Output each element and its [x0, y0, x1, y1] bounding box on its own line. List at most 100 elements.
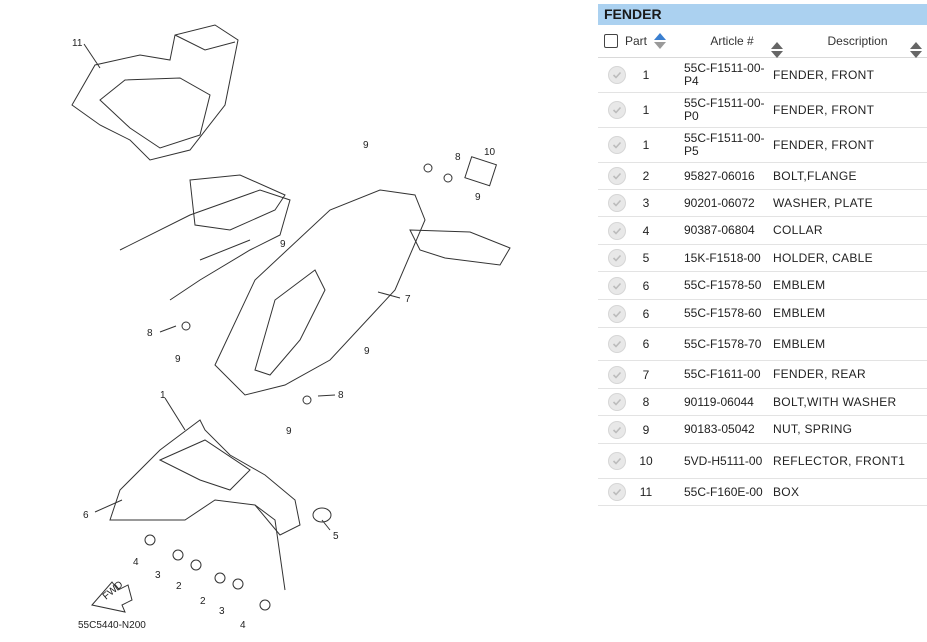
row-check[interactable] — [598, 452, 636, 470]
article-number: 15K-F1518-00 — [684, 250, 761, 265]
part-description: REFLECTOR, FRONT1 — [773, 453, 906, 468]
callout-7: 7 — [405, 294, 411, 305]
check-circle-icon[interactable] — [608, 101, 626, 119]
description-column-header[interactable]: Description — [788, 34, 927, 58]
part-number: 6 — [642, 306, 650, 321]
table-row[interactable]: 1 55C-F1511-00-P4 FENDER, FRONT — [598, 58, 927, 93]
table-row[interactable]: 7 55C-F1611-00 FENDER, REAR — [598, 361, 927, 389]
article-number: 90119-06044 — [684, 394, 754, 409]
callout-9f: 9 — [286, 426, 292, 437]
part-number: 8 — [642, 395, 650, 409]
row-check[interactable] — [598, 335, 636, 353]
check-circle-icon[interactable] — [608, 276, 626, 295]
row-check[interactable] — [598, 167, 636, 185]
table-row[interactable]: 5 15K-F1518-00 HOLDER, CABLE — [598, 245, 927, 272]
row-check[interactable] — [598, 483, 636, 501]
fwd-arrow-icon: FWD — [91, 579, 133, 613]
check-circle-icon[interactable] — [608, 136, 626, 154]
check-circle-icon[interactable] — [608, 66, 626, 84]
article-number: 55C-F1578-70 — [684, 336, 762, 351]
callout-2a: 2 — [176, 581, 182, 592]
article-column-header[interactable]: Article # — [676, 34, 788, 58]
check-circle-icon[interactable] — [608, 221, 626, 240]
row-check[interactable] — [598, 66, 636, 84]
part-column-header[interactable]: Part — [598, 32, 676, 50]
article-number: 55C-F1511-00-P4 — [684, 61, 765, 88]
row-check[interactable] — [598, 393, 636, 411]
callout-9b: 9 — [475, 192, 481, 203]
part-number: 11 — [639, 485, 653, 499]
check-circle-icon[interactable] — [608, 393, 626, 411]
part-number: 6 — [642, 278, 650, 293]
check-circle-icon[interactable] — [608, 249, 626, 267]
callout-9d: 9 — [364, 346, 370, 357]
check-circle-icon[interactable] — [608, 194, 626, 212]
article-number: 55C-F1611-00 — [684, 367, 761, 381]
row-check[interactable] — [598, 101, 636, 119]
row-check[interactable] — [598, 420, 636, 439]
select-all-checkbox[interactable] — [604, 34, 618, 48]
table-row[interactable]: 6 55C-F1578-50 EMBLEM — [598, 272, 927, 300]
part-description: FENDER, FRONT — [773, 67, 875, 82]
part-header-label: Part — [625, 34, 648, 48]
check-circle-icon[interactable] — [608, 365, 626, 384]
part-description: EMBLEM — [773, 278, 826, 292]
callout-4b: 4 — [240, 620, 246, 631]
part-number: 6 — [642, 337, 650, 351]
callout-2b: 2 — [200, 596, 206, 607]
callout-5: 5 — [333, 531, 339, 542]
table-row[interactable]: 11 55C-F160E-00 BOX — [598, 479, 927, 506]
part-number: 5 — [642, 251, 650, 265]
row-check[interactable] — [598, 136, 636, 154]
part-number: 2 — [642, 169, 650, 183]
sort-active-icon[interactable] — [653, 32, 667, 50]
check-circle-icon[interactable] — [608, 452, 626, 470]
sort-icon[interactable] — [909, 41, 923, 59]
article-number: 90183-05042 — [684, 422, 755, 436]
part-number: 1 — [642, 68, 650, 82]
part-number: 7 — [642, 367, 650, 382]
article-number: 90201-06072 — [684, 195, 755, 210]
part-description: BOLT,WITH WASHER — [773, 394, 897, 409]
row-check[interactable] — [598, 249, 636, 267]
check-circle-icon[interactable] — [608, 420, 626, 439]
check-circle-icon[interactable] — [608, 304, 626, 323]
check-circle-icon[interactable] — [608, 335, 626, 353]
callout-3a: 3 — [155, 570, 161, 581]
callout-8c: 8 — [338, 390, 344, 401]
check-circle-icon[interactable] — [608, 167, 626, 185]
article-number: 90387-06804 — [684, 223, 755, 237]
callout-9c: 9 — [280, 239, 286, 250]
article-number: 55C-F160E-00 — [684, 484, 763, 499]
part-description: BOX — [773, 484, 800, 499]
row-check[interactable] — [598, 304, 636, 323]
callout-4a: 4 — [133, 557, 139, 568]
check-circle-icon[interactable] — [608, 483, 626, 501]
row-check[interactable] — [598, 276, 636, 295]
parts-diagram: FWD 11 9 8 10 9 9 7 8 9 9 8 9 1 6 5 4 3 … — [71, 24, 511, 631]
row-check[interactable] — [598, 194, 636, 212]
description-header-label: Description — [827, 34, 888, 48]
row-check[interactable] — [598, 221, 636, 240]
table-header: Part Article # Description — [598, 25, 927, 58]
callout-9a: 9 — [363, 140, 369, 151]
article-number: 55C-F1578-50 — [684, 278, 762, 292]
part-description: EMBLEM — [773, 306, 826, 320]
row-check[interactable] — [598, 365, 636, 384]
callout-8b: 8 — [147, 328, 153, 339]
sort-icon[interactable] — [770, 41, 784, 59]
part-description: HOLDER, CABLE — [773, 250, 873, 265]
part-description: FENDER, REAR — [773, 367, 866, 381]
article-number: 95827-06016 — [684, 168, 755, 183]
table-row[interactable]: 8 90119-06044 BOLT,WITH WASHER — [598, 389, 927, 416]
